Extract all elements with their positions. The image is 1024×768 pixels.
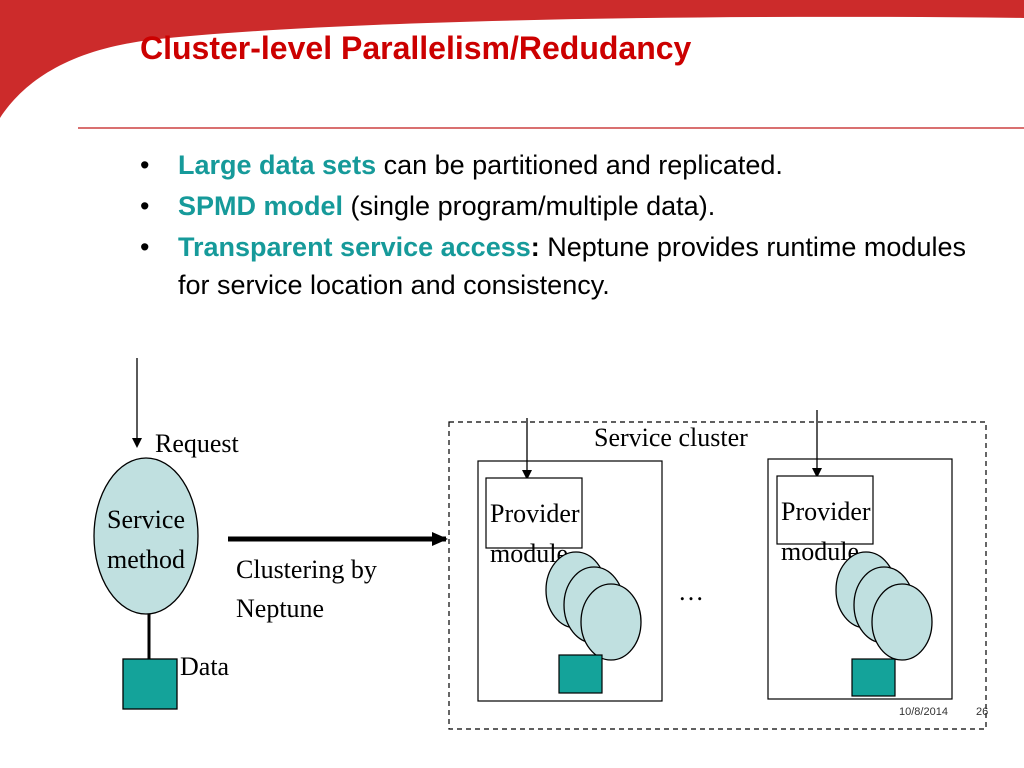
service-method-line2: method [107,545,185,574]
header-swoosh [0,0,1024,118]
more-nodes-ellipsis: … [678,577,704,606]
bullet-item: • Transparent service access: Neptune pr… [140,228,1000,304]
node-2-replica-3 [871,583,933,661]
node-1-provider-box [485,477,583,549]
footer-date: 10/8/2014 [899,706,948,718]
page-number: 26 [976,706,989,718]
node-1-replica-3 [580,583,642,661]
bullet-text: (single program/multiple data). [343,191,716,221]
header-banner [0,0,1024,118]
bullet-highlight: Large data sets [178,150,377,180]
request-label: Request [155,429,240,458]
bullet-suffix: : [530,232,540,262]
node-2-provider-line1: Provider [781,497,871,526]
title-divider [78,127,1024,129]
bullet-marker: • [140,232,150,262]
cluster-node-2: Provider module [767,410,953,700]
bullet-text: can be partitioned and replicated. [376,150,783,180]
node-1-provider-line1: Provider [490,499,580,528]
bullet-item: • Large data sets can be partitioned and… [140,146,1000,184]
node-2-data-box [851,658,896,697]
service-method-line1: Service [107,505,185,534]
bullet-list: • Large data sets can be partitioned and… [140,146,1000,307]
node-2-provider-box [776,475,874,545]
bullet-highlight: SPMD model [178,191,344,221]
clustering-line1: Clustering by [236,555,377,584]
bullet-marker: • [140,191,150,221]
node-1-data-box [558,654,603,694]
bullet-text: Neptune provides runtime modules for ser… [178,232,966,300]
service-cluster-label: Service cluster [594,423,748,452]
clustering-line2: Neptune [236,594,324,623]
slide-title: Cluster-level Parallelism/Redudancy [140,30,692,66]
data-box [122,658,178,710]
bullet-highlight: Transparent service access [178,232,531,262]
service-cluster-box [448,421,987,730]
bullet-item: • SPMD model (single program/multiple da… [140,187,1000,225]
service-method-ellipse [93,457,199,615]
data-label: Data [180,652,230,681]
bullet-marker: • [140,150,150,180]
cluster-node-1: Provider module [477,418,663,702]
